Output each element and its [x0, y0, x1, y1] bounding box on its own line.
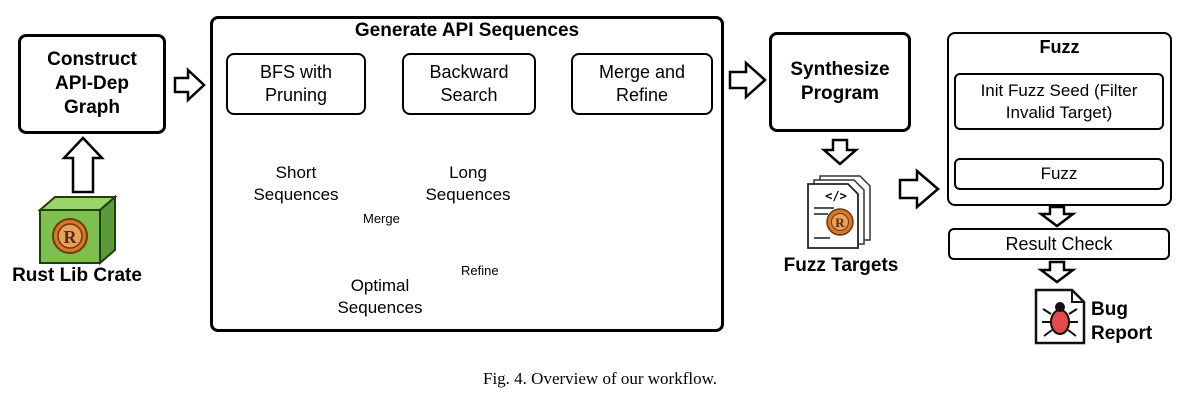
fuzz-inner-box: Fuzz	[954, 158, 1164, 190]
backward-search-label: Backward Search	[429, 62, 509, 105]
hollow-arrow-generate-synthesize	[728, 60, 767, 100]
init-fuzz-seed-label: Init Fuzz Seed (Filter Invalid Target)	[980, 80, 1138, 122]
fuzz-targets-icon: </> R	[807, 175, 871, 249]
hollow-arrow-construct-generate	[173, 67, 206, 103]
svg-text:</>: </>	[825, 189, 847, 203]
result-check-box: Result Check	[948, 228, 1170, 260]
synthesize-program-box: Synthesize Program	[769, 32, 911, 132]
bfs-pruning-box: BFS with Pruning	[226, 53, 366, 115]
optimal-sequences-label: Optimal Sequences	[337, 276, 423, 317]
bug-report-icon	[1034, 288, 1086, 345]
construct-graph-label: Construct API-Dep Graph	[47, 49, 137, 118]
refine-label: Refine	[461, 263, 499, 278]
rust-lib-crate-label: Rust Lib Crate	[12, 265, 142, 286]
synthesize-program-label: Synthesize Program	[790, 59, 890, 104]
rust-crate-icon: R	[37, 194, 118, 266]
merge-refine-label: Merge and Refine	[598, 62, 686, 105]
fuzz-panel-title: Fuzz	[1039, 37, 1080, 57]
construct-graph-box: Construct API-Dep Graph	[18, 34, 166, 134]
init-fuzz-seed-box: Init Fuzz Seed (Filter Invalid Target)	[954, 73, 1164, 130]
backward-search-box: Backward Search	[402, 53, 536, 115]
long-sequences-label: Long Sequences	[425, 163, 511, 204]
fuzz-targets-label: Fuzz Targets	[783, 255, 899, 276]
bfs-pruning-label: BFS with Pruning	[259, 62, 333, 105]
hollow-arrow-crate-construct	[61, 136, 105, 194]
merge-refine-box: Merge and Refine	[571, 53, 713, 115]
figure-caption: Fig. 4. Overview of our workflow.	[482, 369, 718, 388]
fuzz-inner-label: Fuzz	[1040, 164, 1078, 183]
short-sequences-label: Short Sequences	[253, 163, 339, 204]
hollow-arrow-synthesize-targets	[820, 138, 860, 166]
bug-report-label: Bug Report	[1091, 299, 1153, 344]
svg-text:R: R	[64, 227, 78, 247]
generate-api-sequences-title: Generate API Sequences	[354, 20, 580, 41]
svg-text:R: R	[835, 215, 845, 230]
hollow-arrow-fuzz-result	[1037, 205, 1077, 228]
hollow-arrow-targets-fuzz	[898, 168, 940, 210]
hollow-arrow-result-bug	[1037, 260, 1077, 284]
result-check-label: Result Check	[1005, 233, 1113, 254]
merge-label: Merge	[363, 211, 400, 226]
